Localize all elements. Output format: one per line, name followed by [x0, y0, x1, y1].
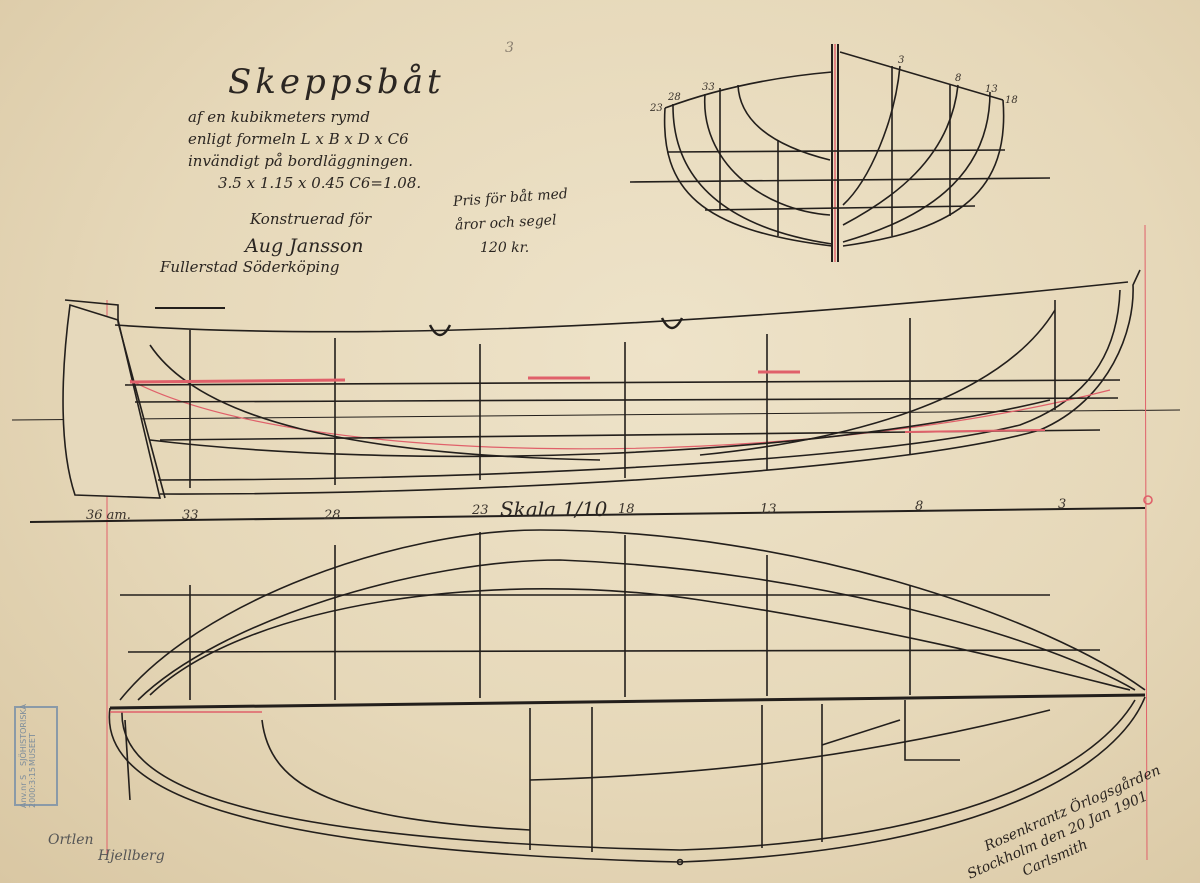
- museum-stamp: SJÖHISTORISKA MUSEET Anv.nr S 2000:3:15: [14, 703, 58, 809]
- station-label: 13: [760, 502, 777, 517]
- stamp-text: SJÖHISTORISKA MUSEET: [19, 703, 37, 766]
- station-label: 28: [324, 508, 341, 523]
- plan-view: [108, 529, 1146, 866]
- station-label: 8: [915, 499, 924, 514]
- scale-label: Skala 1/10: [500, 497, 608, 521]
- pencil-note: Hjellberg: [98, 848, 165, 864]
- subtitle-line: af en kubikmeters rymd: [188, 108, 370, 126]
- station-label: 23: [472, 503, 489, 518]
- body-station-label: 23: [650, 103, 663, 114]
- constructed-for-label: Konstruerad för: [250, 210, 372, 228]
- station-label: 3: [1058, 497, 1067, 512]
- profile-view: [11, 224, 1181, 861]
- body-plan: [629, 44, 1051, 262]
- body-station-label: 3: [898, 55, 905, 66]
- station-label: 18: [618, 502, 635, 517]
- subtitle-line: enligt formeln L x B x D x C6: [188, 130, 409, 148]
- client-place: Fullerstad Söderköping: [160, 258, 340, 276]
- price-value: 120 kr.: [480, 240, 530, 256]
- page-number: 3: [505, 40, 514, 56]
- dimensions-formula: 3.5 x 1.15 x 0.45 C6=1.08.: [218, 174, 422, 192]
- station-label: 36 am.: [86, 508, 131, 523]
- body-station-label: 18: [1005, 95, 1018, 106]
- body-station-label: 28: [668, 92, 681, 103]
- body-station-label: 13: [985, 84, 998, 95]
- client-name: Aug Jansson: [245, 235, 364, 257]
- body-station-label: 33: [702, 82, 715, 93]
- pencil-note: Ortlen: [48, 832, 94, 848]
- subtitle-line: invändigt på bordläggningen.: [188, 152, 414, 170]
- station-label: 33: [182, 508, 199, 523]
- drawing-title: Skeppsbåt: [228, 62, 445, 102]
- stamp-number: Anv.nr S 2000:3:15: [19, 767, 37, 809]
- body-station-label: 8: [955, 73, 962, 84]
